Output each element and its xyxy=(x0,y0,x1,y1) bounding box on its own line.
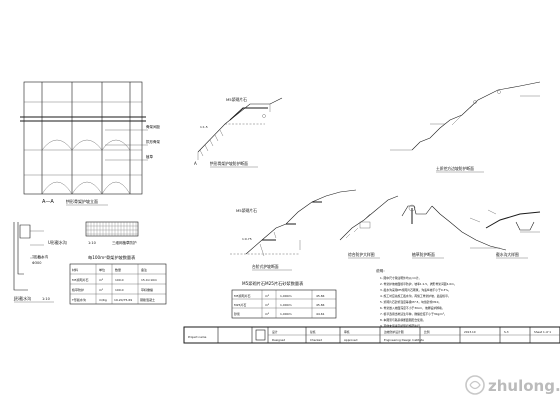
section-a-label: A—A xyxy=(42,199,54,205)
table1-cell: m/Kg xyxy=(99,298,107,302)
grass-caption: 植草防护断面 xyxy=(412,252,435,257)
m5-note: M5浆砌片石 xyxy=(226,97,247,102)
table1-cell: 草籽撒播 xyxy=(141,287,153,292)
table2-cell: M5浆砌片石 xyxy=(234,293,251,298)
tb-design: 设计 xyxy=(272,330,278,334)
table2-cell: 1,000m xyxy=(280,303,292,307)
three-dim-net-label: 三维网植草防护 xyxy=(112,240,137,245)
table1-title: 每100m²骨架护坡数量表 xyxy=(88,254,136,261)
table1 xyxy=(69,263,167,305)
plan-dim-label-2: 拱形骨架 xyxy=(146,139,160,144)
masonry-section xyxy=(197,97,283,160)
table2-cell: m³ xyxy=(265,312,270,316)
table2-cells: M5浆砌片石 m³ 1,000m 45.84 M25片石 m³ 1,000m 4… xyxy=(234,293,325,316)
j-groove-scale: 1:10 xyxy=(42,297,50,301)
table2-cell: M25片石 xyxy=(234,302,246,307)
table2-title: M5浆砌片石M25片石砂浆数量表 xyxy=(242,280,304,287)
table2 xyxy=(231,289,337,319)
watermark-logo-icon xyxy=(465,375,485,395)
watermark: zhulong.com xyxy=(465,375,560,395)
tb-review: 审核 xyxy=(344,330,350,334)
slope-ratio-2: 1:0.75 xyxy=(242,237,252,241)
tb-project: Project name xyxy=(188,335,207,339)
table2-cell: 砂浆 xyxy=(234,311,240,316)
tb-check: 复核 xyxy=(310,330,316,334)
table1-cell: 100.0 xyxy=(115,288,124,292)
tb-small3: Approved xyxy=(344,338,358,342)
table1-cell: 19.20/75.69 xyxy=(114,298,132,302)
slope-caption: 土质挖方边坡防护断面 xyxy=(436,166,474,171)
watermark-text: zhulong.com xyxy=(488,377,560,395)
a-marker: A xyxy=(194,161,197,166)
u-groove-label: U形截水沟 xyxy=(48,239,67,245)
three-dim-net-mesh xyxy=(85,221,139,237)
skeleton-elevation-grid: 骨架间距 拱形骨架 植草 xyxy=(20,81,160,195)
j-groove-label: J形截水沟 xyxy=(13,295,31,301)
table2-cell: 45.84 xyxy=(316,294,325,298)
t-groove-dim: Φ300 xyxy=(32,261,41,265)
plan-caption: 拱形骨架护坡立面 xyxy=(66,198,98,204)
u-groove-detail xyxy=(13,222,44,278)
table1-cell: 植草防护 xyxy=(72,287,84,292)
t-groove-label: T形截水沟 xyxy=(31,254,49,259)
table1-cell: m² xyxy=(99,288,104,292)
table1-cell: T形截水沟 xyxy=(71,297,86,302)
title-block xyxy=(183,326,560,344)
plan-dim-label-3: 植草 xyxy=(146,154,153,159)
note-line: 2. 骨架护坡坡面植草防护，坡率1:1.5，拱形骨架间距4.0m。 xyxy=(380,282,457,286)
tb-drawing-title: 边坡防护设计图 xyxy=(384,330,404,334)
notes-heading: 说明： xyxy=(376,268,387,273)
ditch-detail xyxy=(401,204,541,251)
combo-detail xyxy=(339,195,399,241)
note-line: 3. 截水沟采用M5浆砌片石砌筑，沟底纵坡不小于0.3%。 xyxy=(380,288,451,292)
note-line: 8. 本图须与路基横断面图配合使用。 xyxy=(380,318,426,322)
tb-sheet: Sheet 1 of 1 xyxy=(534,330,551,334)
table1-cell: 15.0×10m xyxy=(141,278,157,282)
table1-cell: 单位 xyxy=(99,267,105,272)
table1-cell: 备注 xyxy=(141,267,147,272)
tb-date: 2013.10 xyxy=(464,330,476,334)
tb-small2: Checked xyxy=(310,338,322,342)
note-line: 7. 植草选用当地适生草种，撒播密度不小于30g/m²。 xyxy=(380,312,447,316)
note-line: 5. 浆砌片石砂浆强度等级M7.5，勾缝砂浆M10。 xyxy=(380,300,441,304)
terrace-caption: 台阶式护坡断面 xyxy=(252,264,279,269)
j-groove-detail xyxy=(13,278,28,291)
table1-cells: 材料 单位 数量 备注 M5浆砌片石 m³ 100.0 15.0×10m 植草防… xyxy=(71,267,157,302)
table2-cell: m³ xyxy=(265,294,270,298)
table1-cell: M5浆砌片石 xyxy=(72,277,89,282)
table2-cell: 1,000m xyxy=(280,294,292,298)
terrace-m5-note: M5浆砌片石 xyxy=(236,208,257,213)
ditch-caption: 截水沟大样图 xyxy=(496,252,519,257)
table1-cell: 100.0 xyxy=(115,278,124,282)
plan-dim-label: 骨架间距 xyxy=(146,124,160,129)
u-groove-scale: 1:10 xyxy=(88,241,96,245)
notes-list: 1. 图中尺寸除注明外均以cm计。 2. 骨架护坡坡面植草防护，坡率1:1.5，… xyxy=(380,276,457,328)
table2-cell: 45.84 xyxy=(316,303,325,307)
note-line: 9. 其他未尽事宜按现行规范执行。 xyxy=(380,324,423,328)
note-line: 6. 骨架嵌入坡面深度不小于30cm，坡脚设护脚墙。 xyxy=(380,306,445,310)
table1-cell: 钢筋混凝土 xyxy=(140,297,155,302)
title-block-text: Project name 设计 Designed 复核 Checked 审核 A… xyxy=(188,330,551,342)
terrace-section xyxy=(230,189,357,257)
note-line: 1. 图中尺寸除注明外均以cm计。 xyxy=(380,276,421,280)
tb-scale: 比例 xyxy=(424,330,430,334)
slope-ratio-label: 1:1.5 xyxy=(200,125,208,129)
table1-cell: 数量 xyxy=(115,267,121,272)
table2-cell: 1,000m xyxy=(280,312,292,316)
tb-drawing-no: S-3 xyxy=(504,330,509,334)
table1-cell: 材料 xyxy=(72,267,78,272)
tb-small1: Designed xyxy=(272,338,285,342)
table2-cell: m³ xyxy=(265,303,270,307)
table2-cell: 44.61 xyxy=(316,312,325,316)
masonry-caption: 拱形骨架护坡防护断面 xyxy=(210,161,248,166)
tb-company: Engineering Design Institute xyxy=(384,338,424,342)
soil-slope-section xyxy=(390,81,541,151)
table1-cell: m³ xyxy=(99,278,104,282)
note-line: 4. 施工时应先施工截水沟，再施工骨架护坡，最后植草。 xyxy=(380,294,451,298)
combo-caption: 综合防护大样图 xyxy=(348,252,375,257)
